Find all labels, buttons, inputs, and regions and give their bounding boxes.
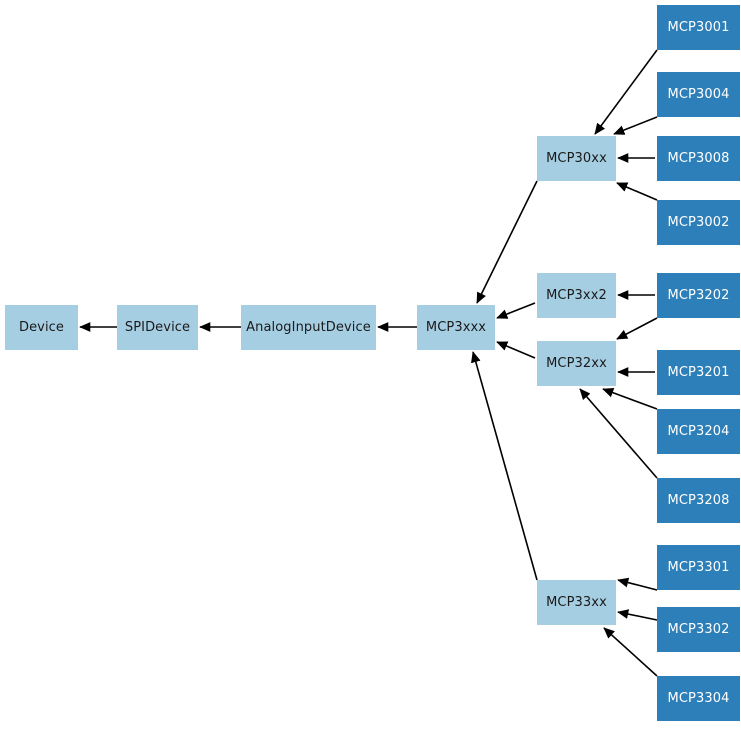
node-label: MCP3002: [667, 215, 730, 230]
node-device[interactable]: Device: [5, 305, 78, 350]
e-mcp3208-mcp32xx: [579, 388, 658, 479]
e-mcp30xx-mcp3xxx: [476, 180, 538, 304]
node-label: MCP3202: [667, 288, 730, 303]
e-mcp3xx2-mcp3xxx: [496, 302, 536, 319]
node-label: Device: [18, 320, 65, 335]
node-label: MCP3xxx: [425, 320, 487, 335]
node-mcp3202[interactable]: MCP3202: [657, 273, 740, 318]
node-label: AnalogInputDevice: [246, 320, 371, 335]
node-label: SPIDevice: [124, 320, 191, 335]
node-label: MCP33xx: [546, 595, 607, 610]
node-mcp3004[interactable]: MCP3004: [657, 72, 740, 117]
node-spidevice[interactable]: SPIDevice: [117, 305, 198, 350]
node-label: MCP3004: [667, 87, 730, 102]
node-mcp3xx2[interactable]: MCP3xx2: [537, 273, 616, 318]
node-mcp3002[interactable]: MCP3002: [657, 200, 740, 245]
e-mcp3202-mcp32xx: [616, 317, 658, 340]
node-label: MCP3302: [667, 622, 730, 637]
e-mcp3004-mcp30xx: [613, 116, 658, 135]
node-label: MCP3204: [667, 424, 730, 439]
node-label: MCP3208: [667, 493, 730, 508]
e-mcp32xx-mcp3xxx: [496, 341, 536, 359]
node-mcp3201[interactable]: MCP3201: [657, 350, 740, 395]
node-label: MCP3304: [667, 691, 730, 706]
node-mcp3xxx[interactable]: MCP3xxx: [417, 305, 495, 350]
node-mcp3302[interactable]: MCP3302: [657, 607, 740, 652]
node-mcp3208[interactable]: MCP3208: [657, 478, 740, 523]
e-mcp3304-mcp33xx: [603, 627, 658, 677]
node-label: MCP3001: [667, 20, 730, 35]
node-label: MCP3xx2: [546, 288, 607, 303]
edges-group: [79, 49, 658, 677]
node-label: MCP30xx: [546, 151, 607, 166]
e-mcp33xx-mcp3xxx: [471, 351, 538, 581]
e-mcp3204-mcp32xx: [602, 387, 658, 410]
node-mcp3001[interactable]: MCP3001: [657, 5, 740, 50]
node-label: MCP3008: [667, 151, 730, 166]
node-mcp3008[interactable]: MCP3008: [657, 136, 740, 181]
node-label: MCP32xx: [546, 356, 607, 371]
node-mcp3301[interactable]: MCP3301: [657, 545, 740, 590]
node-label: MCP3301: [667, 560, 730, 575]
node-label: MCP3201: [667, 365, 730, 380]
node-mcp3304[interactable]: MCP3304: [657, 676, 740, 721]
e-mcp3302-mcp33xx: [617, 609, 658, 621]
e-mcp3301-mcp33xx: [617, 577, 658, 591]
node-mcp33xx[interactable]: MCP33xx: [537, 580, 616, 625]
node-mcp32xx[interactable]: MCP32xx: [537, 341, 616, 386]
e-mcp3001-mcp30xx: [594, 49, 658, 135]
node-analoginputdevice[interactable]: AnalogInputDevice: [241, 305, 376, 350]
node-mcp3204[interactable]: MCP3204: [657, 409, 740, 454]
e-mcp3002-mcp30xx: [616, 182, 658, 201]
node-mcp30xx[interactable]: MCP30xx: [537, 136, 616, 181]
